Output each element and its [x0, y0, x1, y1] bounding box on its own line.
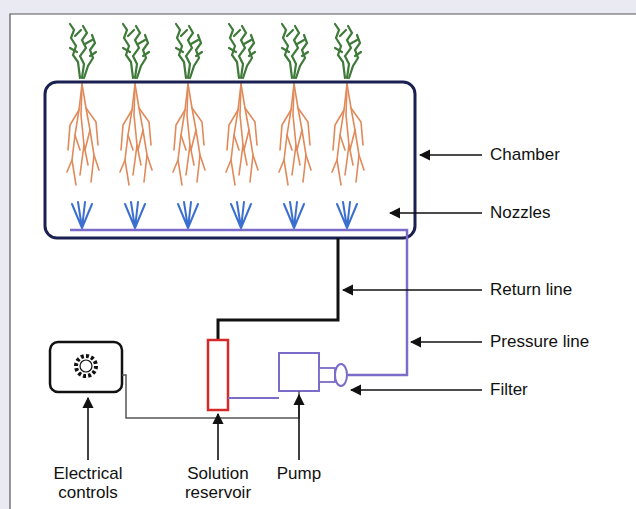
component-label: Pump — [253, 465, 345, 484]
callout-label: Nozzles — [490, 204, 550, 223]
callout-label: Filter — [490, 381, 528, 400]
component-label: Electrical controls — [42, 465, 134, 502]
component-label: Solution reservoir — [172, 465, 264, 502]
callout-label: Chamber — [490, 146, 560, 165]
callout-label: Pressure line — [490, 333, 589, 352]
callout-label: Return line — [490, 281, 572, 300]
